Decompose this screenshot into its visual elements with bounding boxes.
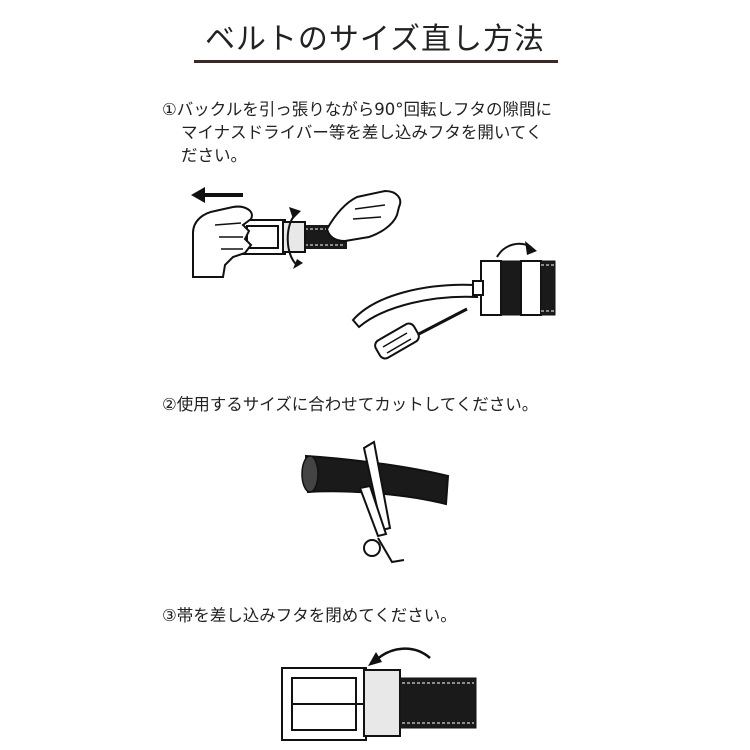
rotate-arrow-icon xyxy=(368,647,431,666)
step-1-line-3: ださい。 xyxy=(181,146,247,165)
rotate-arrow-icon xyxy=(496,241,537,258)
belt-strap xyxy=(399,677,477,729)
buckle-icon xyxy=(281,667,401,741)
step-1-pull-illustration xyxy=(191,187,402,278)
step-2-text: ②使用するサイズに合わせてカットしてください。 xyxy=(162,393,538,416)
rotate-arrow-icon xyxy=(286,207,303,269)
hand-icon xyxy=(325,189,402,243)
step-1-line-2: マイナスドライバー等を差し込みフタを開いてく xyxy=(181,123,543,142)
hand-icon xyxy=(192,205,253,278)
scissors-icon xyxy=(358,440,405,564)
step-1-line-1: ①バックルを引っ張りながら90°回転しフタの隙間に xyxy=(162,100,553,119)
step-3-text: ③帯を差し込みフタを閉めてください。 xyxy=(162,604,457,627)
step-3-close-illustration xyxy=(281,647,477,741)
step-1-open-illustration xyxy=(351,241,556,360)
step-3-line-1: ③帯を差し込みフタを閉めてください。 xyxy=(162,606,457,625)
screwdriver-icon xyxy=(374,307,468,360)
step-1-text: ①バックルを引っ張りながら90°回転しフタの隙間に マイナスドライバー等を差し込… xyxy=(162,98,552,167)
step-2-line-1: ②使用するサイズに合わせてカットしてください。 xyxy=(162,395,539,414)
step-2-cut-illustration xyxy=(301,440,450,564)
belt-strap xyxy=(351,283,479,329)
page-title: ベルトのサイズ直し方法 xyxy=(204,22,546,57)
title-underline xyxy=(194,60,558,63)
left-arrow-icon xyxy=(191,187,243,203)
